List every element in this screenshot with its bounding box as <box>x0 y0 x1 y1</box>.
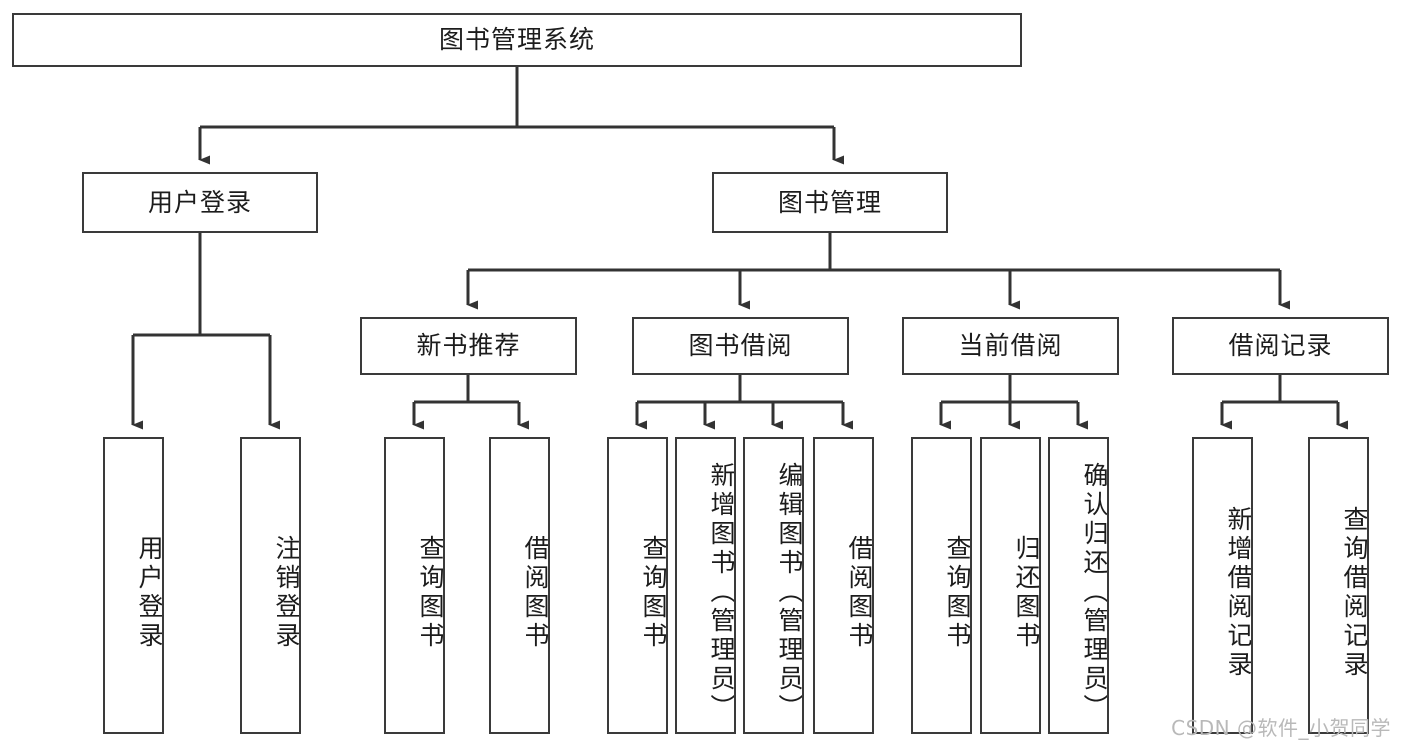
leaf-user-login[interactable]: 用户登录 <box>103 437 164 734</box>
node-label: 归还图书 <box>1012 534 1041 651</box>
leaf-return-book[interactable]: 归还图书 <box>980 437 1041 734</box>
node-label: 查询图书 <box>943 534 972 651</box>
node-new-book-recommend[interactable]: 新书推荐 <box>360 317 577 375</box>
leaf-logout-login[interactable]: 注销登录 <box>240 437 301 734</box>
node-root-system[interactable]: 图书管理系统 <box>12 13 1022 67</box>
node-label: 用户登录 <box>135 534 164 651</box>
node-label: 确认归还（管理员） <box>1080 462 1109 723</box>
leaf-query-book-recommend[interactable]: 查询图书 <box>384 437 445 734</box>
node-label: 注销登录 <box>272 534 301 651</box>
csdn-watermark: CSDN @软件_小贺同学 <box>1171 716 1391 740</box>
node-borrow-record[interactable]: 借阅记录 <box>1172 317 1389 375</box>
node-book-borrow[interactable]: 图书借阅 <box>632 317 849 375</box>
node-label: 借阅图书 <box>521 534 550 651</box>
node-label: 新书推荐 <box>416 331 521 361</box>
node-label: 查询借阅记录 <box>1340 505 1369 680</box>
leaf-query-book-borrow[interactable]: 查询图书 <box>607 437 668 734</box>
node-label: 查询图书 <box>639 534 668 651</box>
node-label: 新增借阅记录 <box>1224 505 1253 680</box>
node-label: 用户登录 <box>147 187 252 217</box>
node-label: 图书借阅 <box>688 331 793 361</box>
node-label: 编辑图书（管理员） <box>775 462 804 723</box>
leaf-add-borrow-record[interactable]: 新增借阅记录 <box>1192 437 1253 734</box>
leaf-query-borrow-record[interactable]: 查询借阅记录 <box>1308 437 1369 734</box>
leaf-query-book-current[interactable]: 查询图书 <box>911 437 972 734</box>
leaf-add-book-admin[interactable]: 新增图书（管理员） <box>675 437 736 734</box>
leaf-borrow-book-recommend[interactable]: 借阅图书 <box>489 437 550 734</box>
node-book-management[interactable]: 图书管理 <box>712 172 948 233</box>
leaf-borrow-book[interactable]: 借阅图书 <box>813 437 874 734</box>
node-label: 图书管理 <box>777 187 882 217</box>
node-user-login[interactable]: 用户登录 <box>82 172 318 233</box>
node-label: 借阅记录 <box>1228 331 1333 361</box>
node-label: 新增图书（管理员） <box>707 462 736 723</box>
node-label: 图书管理系统 <box>438 25 595 55</box>
leaf-confirm-return-admin[interactable]: 确认归还（管理员） <box>1048 437 1109 734</box>
leaf-edit-book-admin[interactable]: 编辑图书（管理员） <box>743 437 804 734</box>
node-label: 当前借阅 <box>958 331 1063 361</box>
node-label: 借阅图书 <box>845 534 874 651</box>
node-label: 查询图书 <box>416 534 445 651</box>
node-current-borrow[interactable]: 当前借阅 <box>902 317 1119 375</box>
